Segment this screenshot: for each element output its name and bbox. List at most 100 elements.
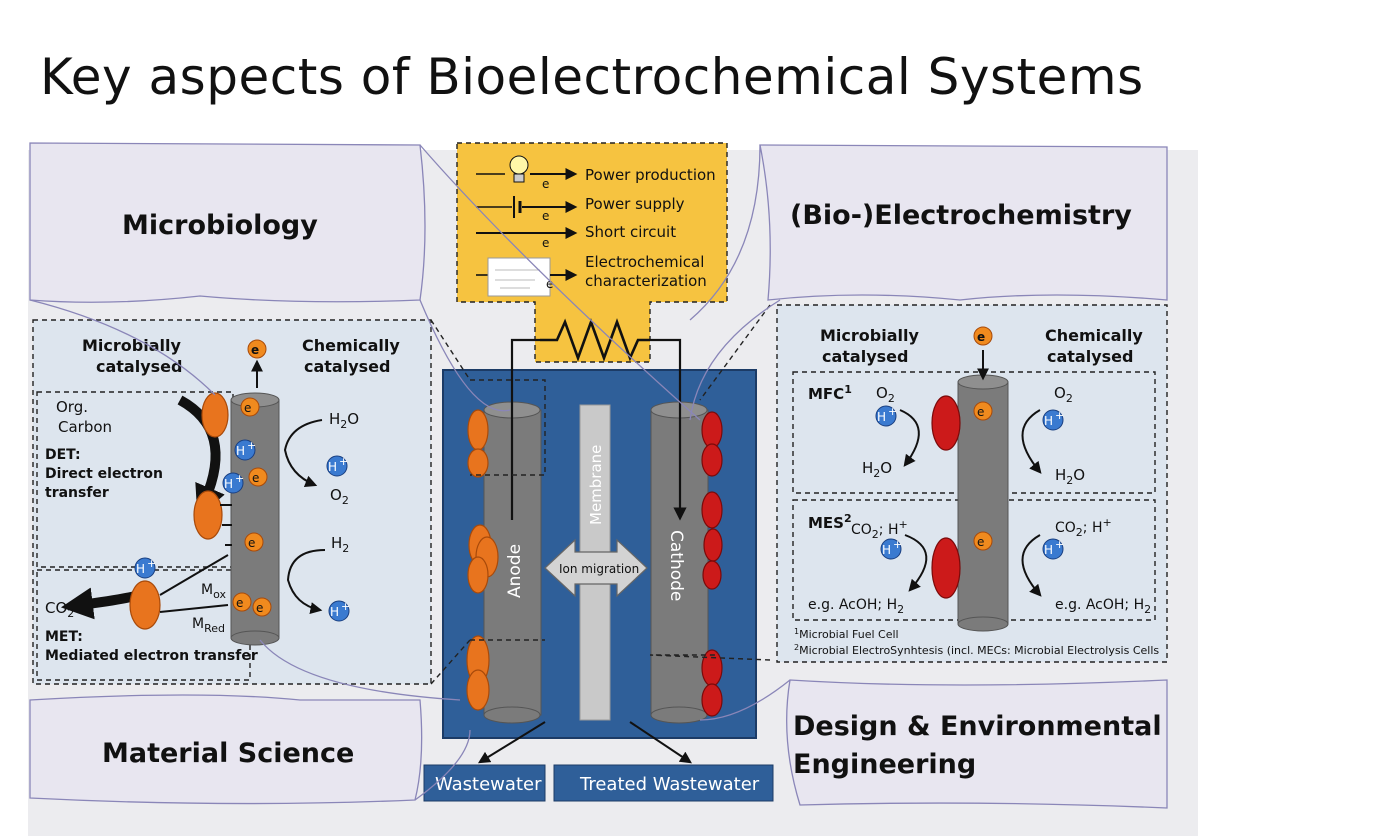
treated-wastewater-box xyxy=(553,764,774,802)
svg-text:+: + xyxy=(888,405,897,418)
inflow-arrow xyxy=(477,721,546,764)
svg-text:+: + xyxy=(341,600,350,613)
mes-co2-left: CO2; H+ xyxy=(851,518,908,541)
svg-text:e: e xyxy=(977,535,984,549)
svg-text:H: H xyxy=(136,562,145,576)
outflow-arrow xyxy=(629,721,692,764)
microbe xyxy=(931,537,961,599)
svg-text:+: + xyxy=(235,472,244,485)
microbiology-section xyxy=(29,142,426,303)
proton-icon: H xyxy=(328,600,350,622)
microbe xyxy=(701,491,723,529)
svg-text:H: H xyxy=(1044,543,1053,557)
microbe xyxy=(467,448,489,478)
design-label-line1: Design & Environmental xyxy=(793,711,1162,742)
electron-wire-anode xyxy=(510,338,540,520)
svg-text:e: e xyxy=(977,405,984,419)
circuit-box xyxy=(456,142,728,363)
co2-label: CO2 xyxy=(45,599,74,620)
mfc-label: MFC1 xyxy=(808,383,852,403)
right-chem-line2: catalysed xyxy=(1047,347,1133,366)
microbiology-label: Microbiology xyxy=(122,210,318,241)
wastewater-label: Wastewater xyxy=(435,774,542,795)
oxygen-label: O2 xyxy=(330,486,349,507)
proton-icon: H xyxy=(134,557,156,579)
microbe xyxy=(467,556,489,594)
svg-text:+: + xyxy=(247,439,256,452)
proton-icon: H xyxy=(222,472,244,494)
met-title: MET: xyxy=(45,629,83,645)
svg-text:e: e xyxy=(236,596,243,610)
microbe xyxy=(701,443,723,477)
microbe xyxy=(466,669,490,711)
mes-label: MES2 xyxy=(808,512,852,532)
slide-title: Key aspects of Bioelectrochemical System… xyxy=(40,48,1144,106)
proton-icon: H xyxy=(234,439,256,461)
power-production-label: Power production xyxy=(585,166,716,184)
cathode-label: Cathode xyxy=(666,530,686,601)
electron-icon: e xyxy=(244,532,264,552)
microbe xyxy=(701,683,723,717)
resistor-icon xyxy=(540,318,650,362)
svg-text:e: e xyxy=(244,401,251,415)
mfc-box xyxy=(792,371,1156,494)
svg-text:e: e xyxy=(256,601,263,615)
proton-icon: H xyxy=(875,405,897,427)
water-label: H2O xyxy=(329,410,359,431)
svg-text:H: H xyxy=(1044,414,1053,428)
right-micro-line2: catalysed xyxy=(822,347,908,366)
right-micro-line1: Microbially xyxy=(820,326,919,345)
ec-characterization-line2: characterization xyxy=(585,272,707,290)
svg-text:H: H xyxy=(236,444,245,458)
left-micro-line2: catalysed xyxy=(96,357,182,376)
svg-text:e: e xyxy=(977,330,985,344)
electron-wire-cathode xyxy=(650,338,687,521)
mediator-arrows xyxy=(159,554,229,613)
microbe xyxy=(702,560,722,590)
det-line1: Direct electron xyxy=(45,466,163,482)
microbe xyxy=(931,395,961,451)
svg-text:H: H xyxy=(328,460,337,474)
microbe xyxy=(129,580,161,630)
org-carbon-line2: Carbon xyxy=(58,418,112,436)
treated-wastewater-label: Treated Wastewater xyxy=(579,774,760,795)
svg-text:+: + xyxy=(893,538,902,551)
potentiostat-icon xyxy=(487,257,551,297)
left-micro-line1: Microbially xyxy=(82,336,181,355)
svg-text:H: H xyxy=(330,605,339,619)
electron-icon: e xyxy=(973,326,993,346)
mred-label: MRed xyxy=(192,616,225,635)
ec-characterization-line1: Electrochemical xyxy=(585,253,704,271)
right-chem-line1: Chemically xyxy=(1045,326,1143,345)
mes-co2-right: CO2; H+ xyxy=(1055,516,1112,539)
org-carbon-arrow xyxy=(177,395,225,518)
svg-text:+: + xyxy=(147,557,156,570)
mox-label: Mox xyxy=(201,582,226,601)
electrochemistry-section xyxy=(759,144,1168,301)
microbe xyxy=(701,411,723,449)
wastewater-box xyxy=(423,764,546,802)
material-science-section xyxy=(29,694,423,805)
svg-text:e: e xyxy=(542,236,549,250)
det-line2: transfer xyxy=(45,485,109,501)
electron-icon: e xyxy=(232,592,252,612)
membrane-label: Membrane xyxy=(587,445,605,525)
proton-icon: H xyxy=(1042,538,1064,560)
svg-text:+: + xyxy=(339,455,348,468)
ion-migration-arrow xyxy=(544,538,648,598)
svg-text:+: + xyxy=(1055,409,1064,422)
mfc-o2-right: O2 xyxy=(1054,384,1073,405)
mfc-h2o-right: H2O xyxy=(1055,466,1085,487)
microbe xyxy=(201,392,229,438)
svg-text:e: e xyxy=(542,177,549,191)
microbe xyxy=(193,490,223,540)
met-text: Mediated electron transfer xyxy=(45,648,258,664)
microbe xyxy=(703,528,723,562)
org-carbon-line1: Org. xyxy=(56,398,88,416)
mes-acoh-right: e.g. AcOH; H2 xyxy=(1055,597,1151,616)
design-label-line2: Engineering xyxy=(793,749,976,780)
proton-icon: H xyxy=(1042,409,1064,431)
short-circuit-label: Short circuit xyxy=(585,223,676,241)
electron-icon: e xyxy=(248,467,268,487)
